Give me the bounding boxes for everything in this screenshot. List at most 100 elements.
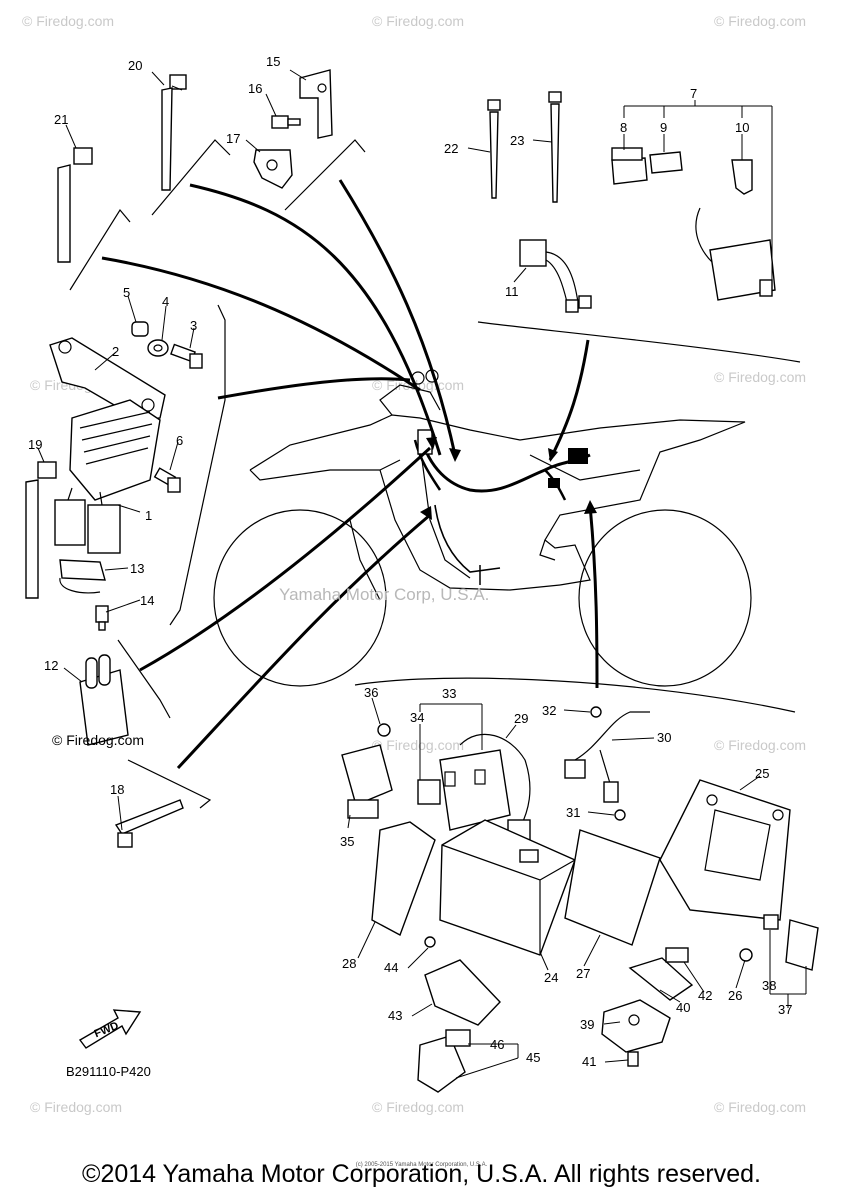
clamp-17: [253, 149, 293, 189]
cable-tie-20: [161, 74, 187, 191]
bolt-3: [170, 343, 203, 369]
fuse-holder-45: [417, 1029, 471, 1093]
watermark: © Firedog.com: [714, 369, 806, 385]
copyright-notice: ©2014 Yamaha Motor Corporation, U.S.A. A…: [82, 1160, 761, 1188]
callout-labels: 1 2 3 4 5 6 7 8 9 10 11 12 13 14 15 16 1…: [28, 54, 792, 1069]
callout-41: 41: [582, 1054, 596, 1069]
callout-10: 10: [735, 120, 749, 135]
screw-14: [95, 605, 109, 631]
motorcycle-outline: [213, 384, 752, 687]
callout-9: 9: [660, 120, 667, 135]
connector-12: [79, 654, 129, 746]
callout-32: 32: [542, 703, 556, 718]
callout-42: 42: [698, 988, 712, 1003]
bracket-40: [628, 957, 694, 1001]
panel-guide-lines: [101, 179, 599, 770]
callout-35: 35: [340, 834, 354, 849]
cable-tie-18: [114, 799, 184, 848]
copyright-small: (c) 2005-2015 Yamaha Motor Corporation, …: [355, 1162, 488, 1168]
watermark: © Firedog.com: [372, 737, 464, 753]
callout-30: 30: [657, 730, 671, 745]
callout-36: 36: [364, 685, 378, 700]
callout-33: 33: [442, 686, 456, 701]
callout-25: 25: [755, 766, 769, 781]
callout-39: 39: [580, 1017, 594, 1032]
screw-41: [627, 1051, 639, 1067]
callout-23: 23: [510, 133, 524, 148]
bracket-28: [371, 821, 436, 936]
callout-12: 12: [44, 658, 58, 673]
watermark: © Firedog.com: [30, 1099, 122, 1115]
leader-lines: [37, 69, 807, 1079]
callout-4: 4: [162, 294, 169, 309]
center-watermark: Yamaha Motor Corp, U.S.A.: [279, 585, 490, 604]
callout-19: 19: [28, 437, 42, 452]
watermark: © Firedog.com: [372, 1099, 464, 1115]
callout-45: 45: [526, 1050, 540, 1065]
callout-13: 13: [130, 561, 144, 576]
bracket-43: [424, 959, 501, 1026]
callout-11: 11: [505, 284, 519, 299]
callout-43: 43: [388, 1008, 402, 1023]
fuse-8: [611, 147, 648, 185]
callout-8: 8: [620, 120, 627, 135]
bracket-25: [659, 779, 791, 921]
callout-18: 18: [110, 782, 124, 797]
bolt-6: [153, 467, 181, 493]
washer-4: [147, 339, 169, 357]
lead-30: [564, 711, 650, 803]
callout-38: 38: [762, 978, 776, 993]
bolt-32: [590, 706, 602, 718]
callout-16: 16: [248, 81, 262, 96]
rectifier-1: [54, 399, 161, 554]
watermark: © Firedog.com: [372, 13, 464, 29]
forward-arrow-icon: [78, 1009, 142, 1049]
mount-39: [601, 999, 671, 1053]
callout-40: 40: [676, 1000, 690, 1015]
fuse-10: [731, 159, 753, 195]
firedog-label: © Firedog.com: [52, 732, 145, 748]
diagram-code: B291110-P420: [66, 1064, 151, 1079]
cable-tie-19: [25, 461, 57, 599]
battery-24: [439, 819, 576, 956]
callout-46: 46: [490, 1037, 504, 1052]
bolt-31: [614, 809, 626, 821]
wire-harness: [411, 369, 591, 585]
callout-31: 31: [566, 805, 580, 820]
callout-3: 3: [190, 318, 197, 333]
cable-tie-23: [548, 91, 562, 203]
watermark: © Firedog.com: [714, 737, 806, 753]
watermark: © Firedog.com: [22, 13, 114, 29]
callout-7: 7: [690, 86, 697, 101]
callout-2: 2: [112, 344, 119, 359]
callout-21: 21: [54, 112, 68, 127]
callout-17: 17: [226, 131, 240, 146]
callout-20: 20: [128, 58, 142, 73]
cable-tie-21: [57, 147, 93, 263]
callout-37: 37: [778, 1002, 792, 1017]
callout-24: 24: [544, 970, 558, 985]
bolt-44: [424, 936, 436, 948]
fuse-holder-37: [763, 914, 819, 971]
panel-borders: [69, 139, 801, 809]
watermark: © Firedog.com: [714, 1099, 806, 1115]
fuse-9: [649, 151, 683, 174]
callout-22: 22: [444, 141, 458, 156]
callout-28: 28: [342, 956, 356, 971]
bracket-15: [299, 69, 333, 139]
callout-1: 1: [145, 508, 152, 523]
lead-13: [59, 559, 106, 594]
bolt-26: [739, 948, 753, 962]
lead-11: [519, 239, 592, 313]
cap-42: [665, 947, 689, 963]
callout-29: 29: [514, 711, 528, 726]
callout-34: 34: [410, 710, 424, 725]
watermark: © Firedog.com: [714, 13, 806, 29]
callout-26: 26: [728, 988, 742, 1003]
callout-44: 44: [384, 960, 398, 975]
relay-35: [341, 744, 393, 819]
cover-27: [564, 829, 661, 946]
bolt-36: [377, 723, 391, 737]
callout-6: 6: [176, 433, 183, 448]
